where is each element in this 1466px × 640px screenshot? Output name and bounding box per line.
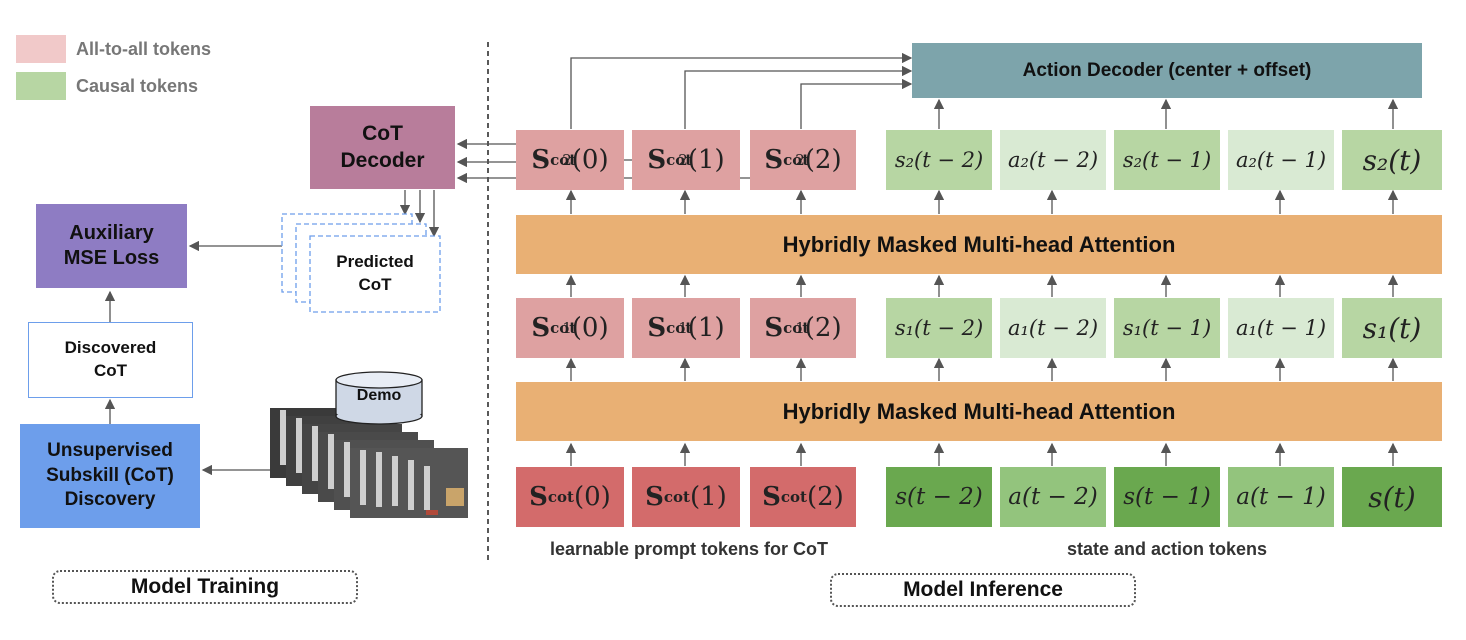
input-arrows [565, 442, 1399, 466]
model-inference-label: Model Inference [830, 573, 1136, 607]
attn2-arrows [565, 189, 1399, 214]
auxiliary-mse-loss-box: Auxiliary MSE Loss [36, 204, 187, 288]
cot-to-decoder-arrows [570, 52, 913, 129]
action-token-layer1-1: a₁(t − 1) [1228, 298, 1334, 358]
attn1-arrows [565, 357, 1399, 381]
unsupervised-discovery-box: Unsupervised Subskill (CoT) Discovery [20, 424, 200, 528]
discovered-cot-box: Discovered CoT [28, 322, 193, 398]
legend-swatch-causal [16, 72, 66, 100]
attention-layer-bottom: Hybridly Masked Multi-head Attention [516, 382, 1442, 441]
demo-label: Demo [356, 387, 402, 404]
state-token-layer1-0: s₁(t − 2) [886, 298, 992, 358]
action-token-layer2-0: a₂(t − 2) [1000, 130, 1106, 190]
layer1-arrows [565, 274, 1399, 297]
caption-state-action-tokens: state and action tokens [1066, 539, 1268, 559]
action-token-input-1: a(t − 1) [1228, 467, 1334, 527]
cotdecoder-to-predicted [399, 190, 440, 238]
attention-layer-top: Hybridly Masked Multi-head Attention [516, 215, 1442, 274]
legend-label-all-to-all: All-to-all tokens [76, 39, 212, 59]
legend-label-causal: Causal tokens [76, 76, 199, 96]
action-token-layer1-0: a₁(t − 2) [1000, 298, 1106, 358]
state-token-input-0: s(t − 2) [886, 467, 992, 527]
state-token-layer2-2: s₂(t) [1342, 130, 1442, 190]
legend-swatch-all-to-all [16, 35, 66, 63]
action-decoder-box: Action Decoder (center + offset) [912, 43, 1422, 98]
state-token-input-2: s(t) [1342, 467, 1442, 527]
action-token-input-0: a(t − 2) [1000, 467, 1106, 527]
model-training-label: Model Training [52, 570, 358, 604]
predicted-cot-label: Predicted CoT [336, 252, 414, 294]
demo-frames [270, 408, 468, 518]
state-token-layer1-1: s₁(t − 1) [1114, 298, 1220, 358]
cot-decoder-box: CoT Decoder [310, 106, 455, 189]
state-token-layer2-0: s₂(t − 2) [886, 130, 992, 190]
predicted-cot-stack [281, 213, 441, 313]
state-token-layer1-2: s₁(t) [1342, 298, 1442, 358]
state-token-layer2-1: s₂(t − 1) [1114, 130, 1220, 190]
demo-database-icon [335, 371, 423, 425]
action-token-layer2-1: a₂(t − 1) [1228, 130, 1334, 190]
caption-prompt-tokens: learnable prompt tokens for CoT [549, 539, 829, 559]
state-token-input-1: s(t − 1) [1114, 467, 1220, 527]
decoder-arrows [933, 98, 1399, 129]
